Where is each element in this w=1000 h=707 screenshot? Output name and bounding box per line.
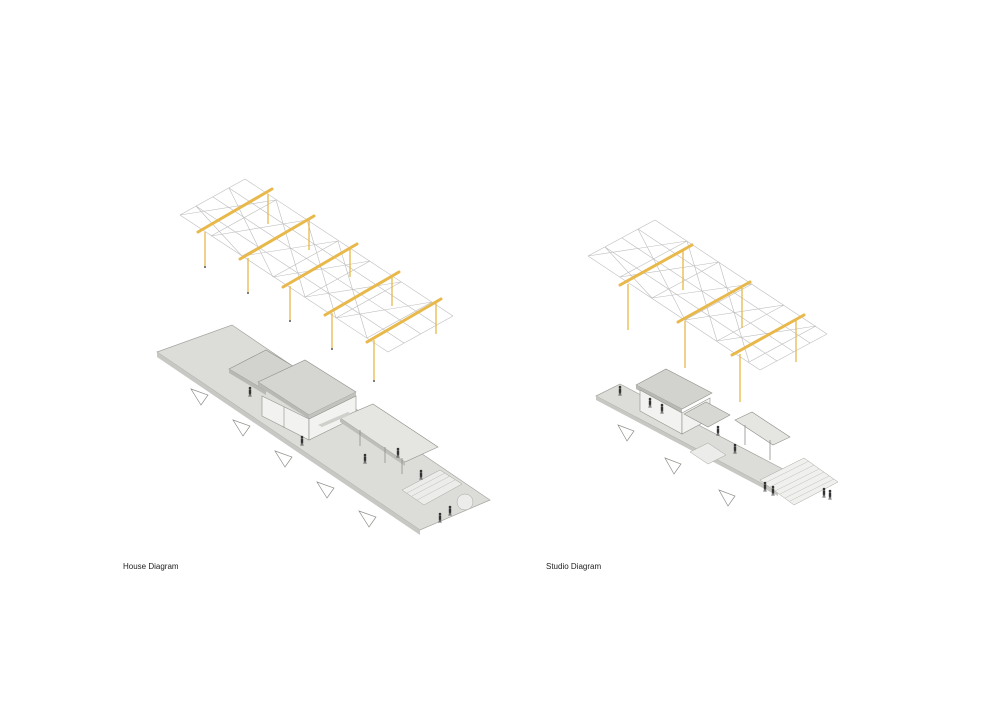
studio-canopy <box>734 411 791 446</box>
house-terrace-posts <box>359 430 403 474</box>
studio-roof-block-2 <box>683 401 731 428</box>
studio-stairs <box>759 457 839 506</box>
studio-columns <box>627 250 797 402</box>
studio-roof-block <box>635 368 713 410</box>
house-ground-slab-edge <box>157 352 420 535</box>
studio-stair-lines <box>764 460 835 502</box>
house-column-bases <box>204 266 375 382</box>
house-columns <box>204 194 437 380</box>
studio-diagram <box>587 219 839 507</box>
studio-roof-beams <box>618 243 806 357</box>
house-walls <box>261 395 357 441</box>
house-diagram <box>156 178 491 535</box>
house-diagram-caption: House Diagram <box>123 562 179 571</box>
studio-roof-grid <box>587 219 828 371</box>
house-roof-grid <box>179 178 454 353</box>
house-roof-beams <box>196 187 443 344</box>
studio-foundation-piers <box>617 424 736 507</box>
house-foundation-piers <box>190 388 377 528</box>
studio-canopy-posts <box>744 425 771 460</box>
house-round-planter <box>456 493 474 511</box>
house-steps <box>401 469 463 506</box>
studio-diagram-caption: Studio Diagram <box>546 562 602 571</box>
studio-side-stairs <box>689 442 727 465</box>
house-step-lines <box>406 472 456 501</box>
